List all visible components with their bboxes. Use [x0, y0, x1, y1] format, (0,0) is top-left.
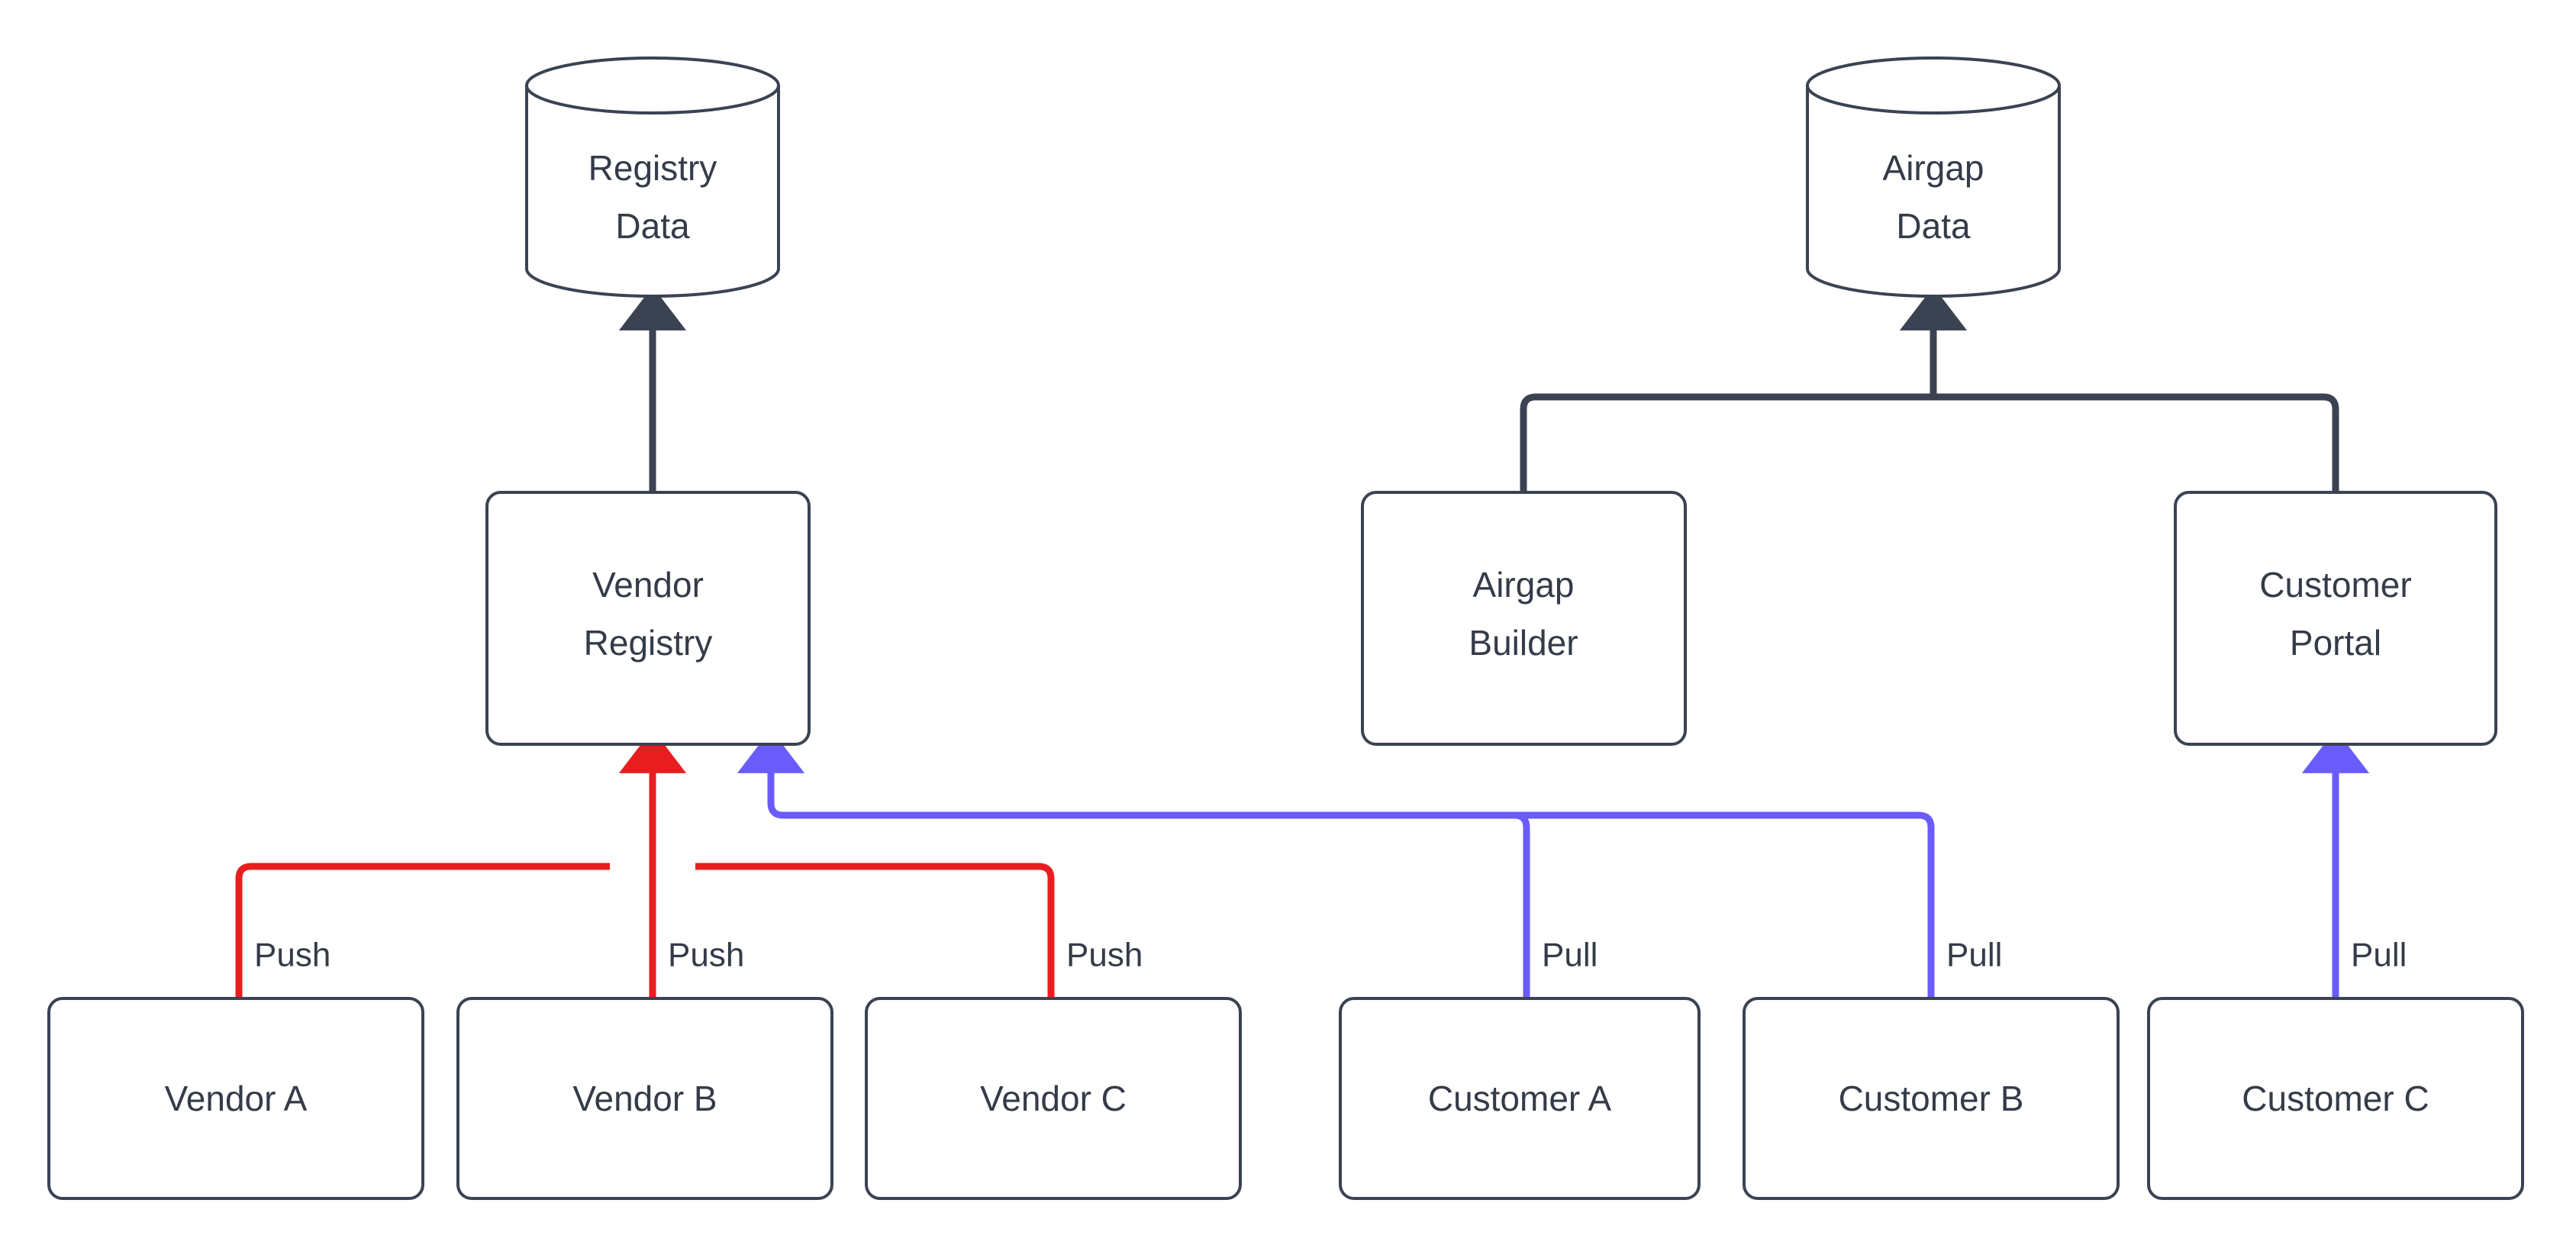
node-airgap-data[interactable]: Airgap Data [1806, 56, 2061, 298]
customer-portal-line2: Portal [2290, 623, 2381, 663]
vendor-registry-line1: Vendor [592, 565, 704, 605]
node-customer-c[interactable]: Customer C [2147, 997, 2524, 1200]
edge-label-vendor-b: Push [668, 937, 744, 974]
node-vendor-a[interactable]: Vendor A [47, 997, 424, 1200]
node-vendor-c[interactable]: Vendor C [865, 997, 1242, 1200]
node-vendor-b[interactable]: Vendor B [456, 997, 833, 1200]
node-customer-b[interactable]: Customer B [1743, 997, 2120, 1200]
vendor-registry-line2: Registry [584, 623, 713, 663]
edge-label-customer-b: Pull [1946, 937, 2002, 974]
registry-data-line1: Registry [588, 148, 717, 188]
airgap-data-line1: Airgap [1883, 148, 1984, 188]
edge-vendor-registry-pull-riser [737, 729, 805, 819]
node-airgap-builder[interactable]: Airgap Builder [1361, 491, 1687, 746]
customer-b-label: Customer B [1839, 1079, 2024, 1118]
vendor-c-label: Vendor C [980, 1079, 1127, 1118]
airgap-builder-line2: Builder [1469, 623, 1578, 663]
edge-customer-portal-to-airgap-data [1926, 393, 2339, 492]
edge-customer-a-pull [783, 811, 1530, 998]
edge-label-customer-c: Pull [2351, 937, 2407, 974]
node-customer-a[interactable]: Customer A [1339, 997, 1701, 1200]
vendor-b-label: Vendor B [572, 1079, 717, 1118]
airgap-data-line2: Data [1896, 206, 1971, 246]
customer-c-label: Customer C [2242, 1079, 2429, 1118]
edge-label-vendor-a: Push [254, 937, 330, 974]
vendor-a-label: Vendor A [165, 1079, 308, 1118]
edge-customer-b-pull [783, 811, 1935, 998]
edge-label-customer-a: Pull [1542, 937, 1598, 974]
node-vendor-registry[interactable]: Vendor Registry [485, 491, 811, 746]
edge-airgap-builder-to-airgap-data [1520, 393, 1933, 492]
registry-data-line2: Data [615, 206, 690, 246]
airgap-builder-line1: Airgap [1473, 565, 1575, 605]
edge-label-vendor-c: Push [1066, 937, 1143, 974]
node-customer-portal[interactable]: Customer Portal [2174, 491, 2497, 746]
customer-a-label: Customer A [1428, 1079, 1612, 1118]
edge-vendor-a-push [235, 863, 610, 998]
node-registry-data[interactable]: Registry Data [525, 56, 780, 298]
customer-portal-line1: Customer [2259, 565, 2411, 605]
edge-vendor-c-push [695, 863, 1055, 998]
